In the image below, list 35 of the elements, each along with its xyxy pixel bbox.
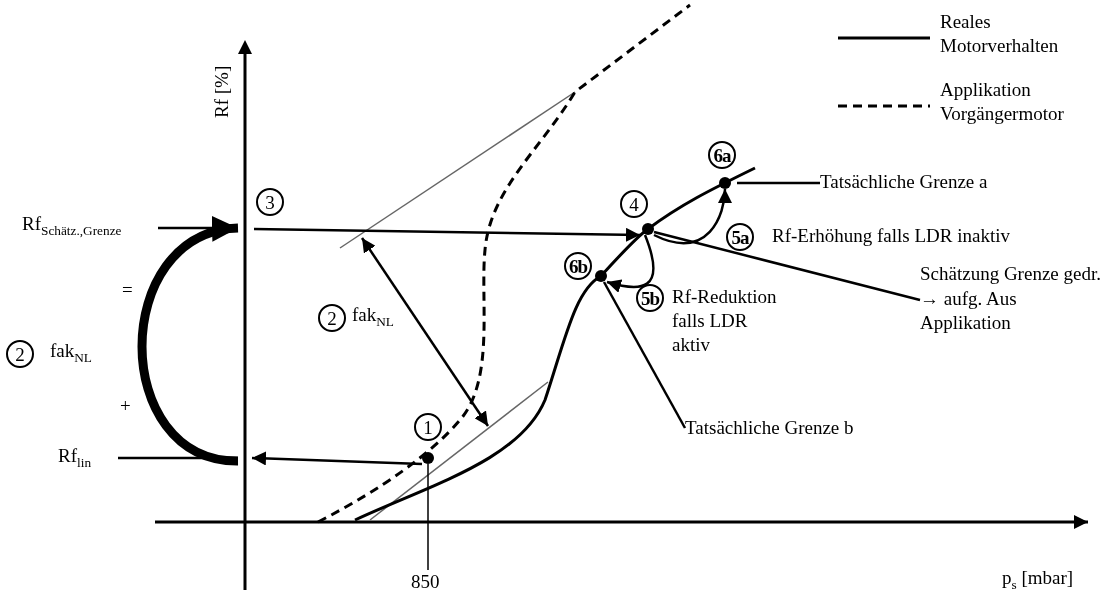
- curved-arrow: [137, 219, 239, 466]
- arrow: [653, 188, 732, 245]
- leader-line: [653, 230, 921, 302]
- annotation-text: Tatsächliche Grenze a: [820, 170, 1080, 198]
- leader-line: [602, 281, 687, 429]
- y-axis: [238, 40, 252, 590]
- step-number: 2: [318, 304, 346, 332]
- step-number: 3: [256, 188, 284, 216]
- arrow: [254, 227, 640, 242]
- annotation-text: Tatsächliche Grenze b: [685, 416, 915, 444]
- arrow: [606, 234, 655, 293]
- legend-text: Applikation Vorgängermotor: [940, 78, 1065, 126]
- edge-label: 5a: [726, 223, 754, 251]
- note-text: Rf-Erhöhung falls LDR inaktiv: [772, 224, 1010, 248]
- step-number: 2: [6, 340, 34, 368]
- equation-sign: +: [120, 394, 131, 418]
- legend-text: Reales Motorverhalten: [940, 10, 1060, 58]
- step-number: 6a: [708, 141, 736, 169]
- leader-line: [737, 181, 820, 185]
- step-number: 4: [620, 190, 648, 218]
- axis-label: p$_{s}$ [mbar]: [1002, 566, 1074, 590]
- formula-term: fak$_{NL}$: [50, 339, 92, 363]
- edge-label: 5b: [636, 284, 664, 312]
- annotation-text: Rf$_{Schätz.,Grenze}$: [22, 212, 158, 246]
- note-text: Rf-Reduktion falls LDR aktiv: [672, 285, 778, 357]
- formula-term: fak$_{NL}$: [352, 303, 394, 327]
- leader-line: [427, 463, 429, 571]
- arrow: [251, 451, 423, 466]
- step-number: 6b: [564, 252, 592, 280]
- annotation-text: Rf$_{lin}$: [58, 444, 118, 478]
- equation-sign: =: [122, 278, 133, 302]
- step-number: 1: [414, 413, 442, 441]
- axis-label: Rf [%]: [210, 65, 234, 118]
- annotation-text: Schätzung Grenze gedr. → aufg. Aus Applikation: [920, 262, 1110, 346]
- tick-label: 850: [411, 570, 447, 596]
